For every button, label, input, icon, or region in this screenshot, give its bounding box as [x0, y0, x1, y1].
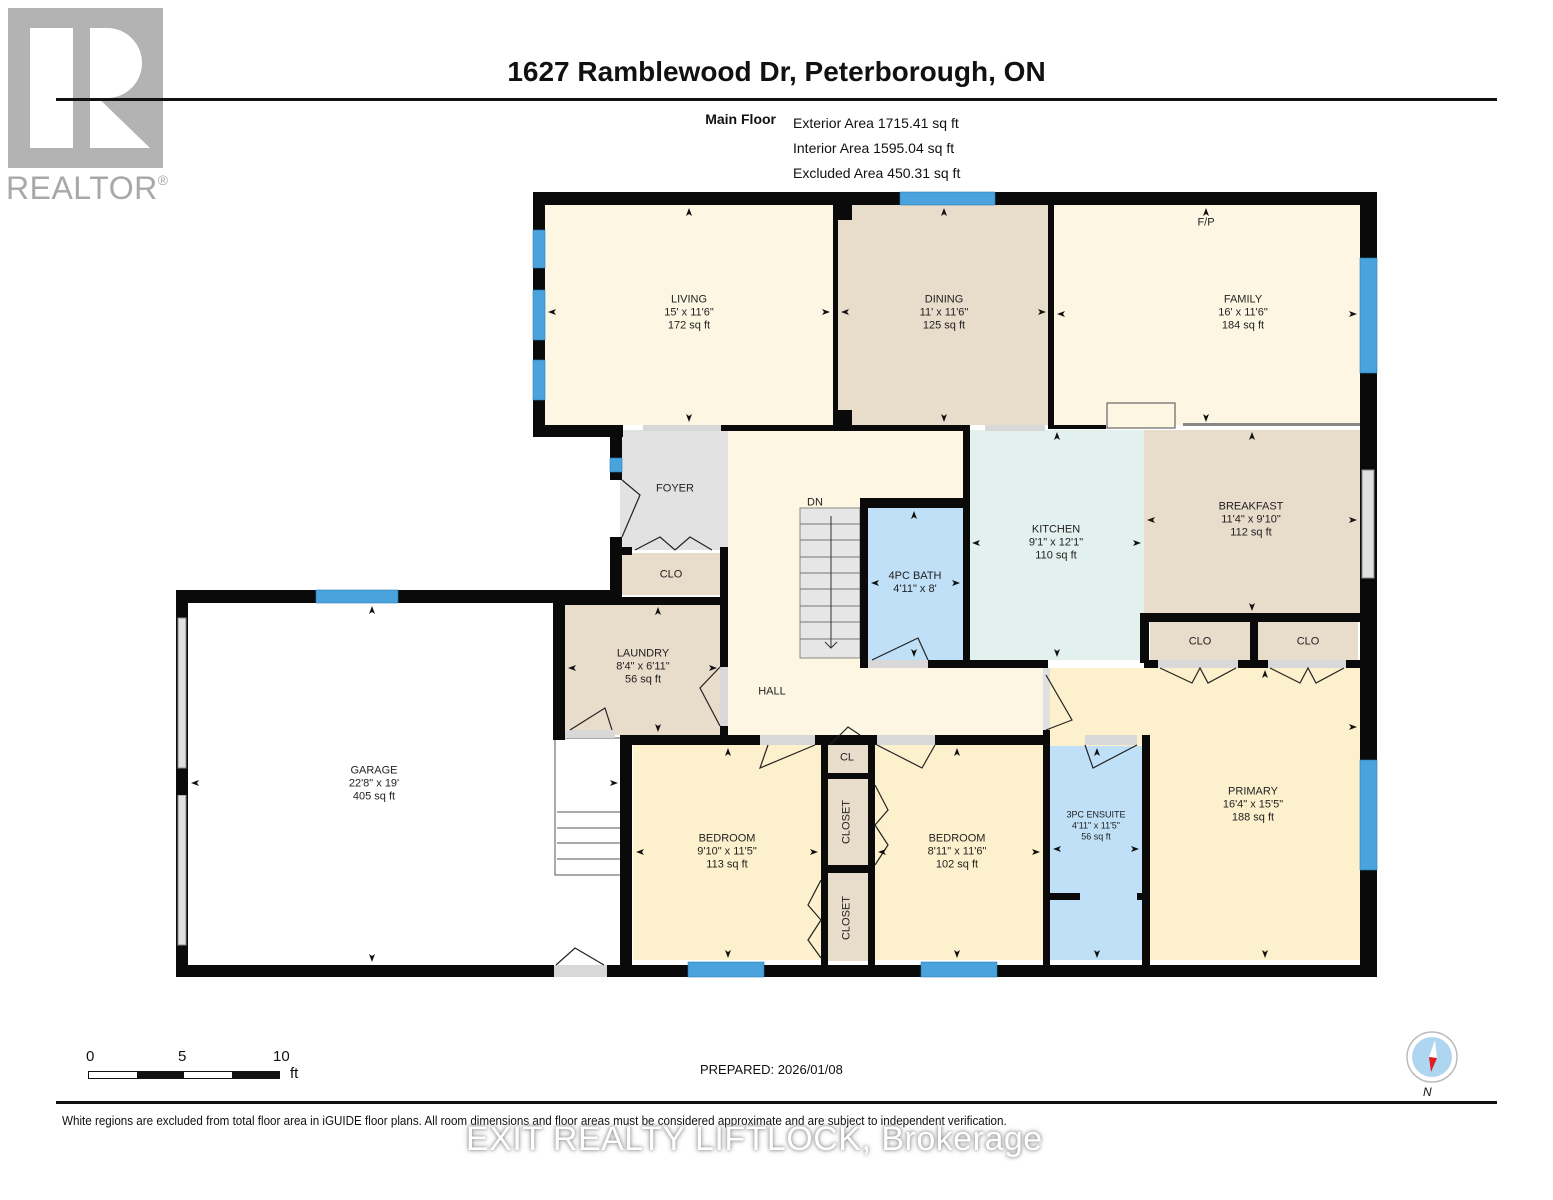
- excluded-area: Excluded Area 450.31 sq ft: [793, 165, 961, 181]
- closet1-fill: [828, 779, 868, 865]
- disclaimer-text: White regions are excluded from total fl…: [62, 1114, 1007, 1128]
- hall-lower-fill: [728, 665, 1046, 738]
- area-summary: Exterior Area 1715.41 sq ft Interior Are…: [793, 111, 960, 186]
- fireplace-hearth: [1106, 402, 1176, 429]
- foyer-closet-fill: [620, 553, 720, 595]
- window-icon: [1359, 257, 1378, 374]
- window-icon: [315, 589, 399, 604]
- foyer-fill: [620, 430, 728, 550]
- stairs-fill: [799, 507, 861, 659]
- window-icon: [532, 359, 546, 401]
- scale-bar: [88, 1071, 280, 1079]
- room-closet-1: CLOSET: [840, 799, 853, 845]
- realtor-wordmark: REALTOR®: [6, 170, 169, 206]
- window-icon: [1359, 759, 1378, 871]
- fireplace-label: F/P: [1197, 216, 1215, 229]
- cl-fill: [828, 745, 868, 773]
- floor-name: Main Floor: [705, 111, 776, 127]
- brokerage-watermark: EXIT REALTY LIFTLOCK, Brokerage: [466, 1120, 1043, 1158]
- closet-left-fill: [1150, 622, 1250, 662]
- interior-area: Interior Area 1595.04 sq ft: [793, 140, 955, 156]
- title-divider: [56, 98, 1497, 101]
- room-hall: HALL: [758, 685, 786, 698]
- kitchen-fill: [968, 430, 1144, 660]
- room-foyer-closet: CLO: [659, 568, 683, 581]
- stairs-treads: [800, 516, 860, 649]
- door-thresholds: [554, 425, 1346, 977]
- laundry-fill: [565, 605, 720, 735]
- ensuite-fill: [1050, 745, 1142, 960]
- bedroom2-fill: [875, 745, 1043, 960]
- window-icon: [609, 457, 623, 473]
- bedroom1-fill: [633, 745, 821, 960]
- closet2-fill: [828, 873, 868, 961]
- room-foyer: FOYER: [656, 482, 694, 495]
- dimension-arrows: [191, 208, 1357, 962]
- footer-divider: [56, 1101, 1497, 1104]
- breakfast-fill: [1144, 430, 1360, 613]
- stairs-down-label: DN: [807, 496, 823, 509]
- dining-room-fill: [838, 205, 1050, 425]
- scale-tick-5: 5: [178, 1048, 187, 1065]
- closet-right-fill: [1258, 622, 1358, 662]
- primary-fill: [1150, 668, 1360, 960]
- window-icon: [920, 961, 998, 978]
- prepared-date: PREPARED: 2026/01/08: [700, 1062, 843, 1077]
- windows: [315, 191, 1378, 978]
- compass-icon: [1406, 1031, 1458, 1083]
- bath-fill: [868, 508, 963, 660]
- room-closet-right: CLO: [1296, 635, 1320, 648]
- window-icon: [899, 191, 996, 206]
- door-swings: [555, 479, 1345, 966]
- scale-unit: ft: [290, 1065, 299, 1082]
- window-icon: [532, 289, 546, 341]
- compass-north-label: N: [1423, 1085, 1432, 1099]
- exterior-area: Exterior Area 1715.41 sq ft: [793, 115, 959, 131]
- room-fills: [545, 205, 1360, 961]
- living-room-fill: [545, 205, 833, 425]
- realtor-r-icon: [30, 28, 73, 148]
- window-icon: [532, 229, 546, 269]
- scale-tick-0: 0: [86, 1048, 95, 1065]
- family-room-fill: [1054, 205, 1360, 425]
- window-icon: [687, 961, 765, 978]
- scale-tick-10: 10: [273, 1048, 290, 1065]
- room-cl: CL: [839, 751, 855, 764]
- room-closet-2: CLOSET: [840, 895, 853, 941]
- page-title: 1627 Ramblewood Dr, Peterborough, ON: [507, 56, 1046, 87]
- garage-steps: [554, 737, 622, 876]
- room-closet-left: CLO: [1188, 635, 1212, 648]
